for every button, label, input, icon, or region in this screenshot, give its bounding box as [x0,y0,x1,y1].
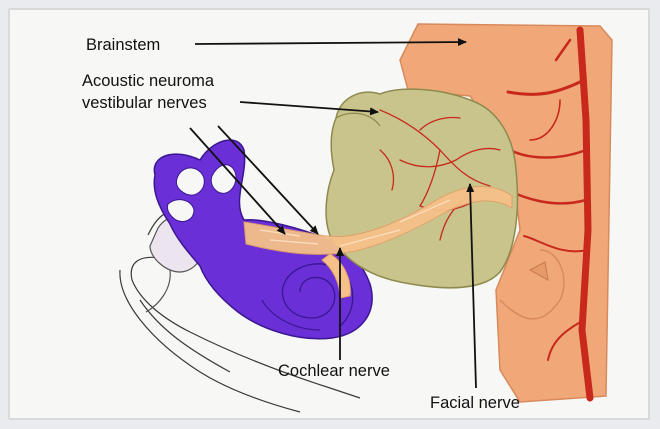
label-brainstem: Brainstem [86,36,160,54]
label-facial-nerve: Facial nerve [430,394,520,412]
label-acoustic-line2: vestibular nerves [82,94,207,112]
label-cochlear-nerve: Cochlear nerve [278,362,390,380]
label-acoustic-line1: Acoustic neuroma [82,72,215,90]
